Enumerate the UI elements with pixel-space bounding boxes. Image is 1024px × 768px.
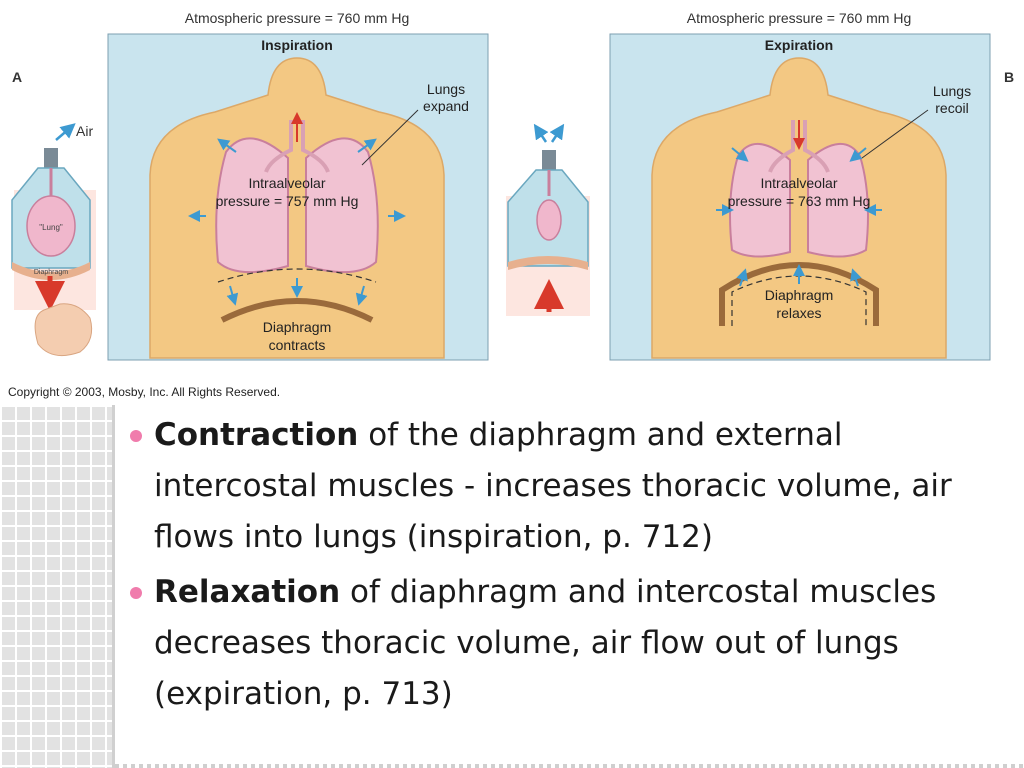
jar-air-label: Air	[76, 123, 93, 139]
bottom-dotted-rule	[115, 764, 1024, 768]
bullet-term: Contraction	[154, 417, 359, 453]
expiration-lungs-line2: recoil	[935, 100, 968, 116]
sidebar-edge	[112, 405, 115, 768]
expiration-lungs-line1: Lungs	[933, 83, 971, 99]
inspiration-diaphragm-line2: contracts	[269, 337, 326, 353]
expiration-pressure-line2: pressure = 763 mm Hg	[728, 193, 871, 209]
bullet-dot-icon	[130, 587, 142, 599]
panel-letter-a: A	[12, 69, 22, 85]
bullet-term: Relaxation	[154, 574, 341, 610]
jar-model-inspiration: "Lung" Diaphragm Air	[11, 123, 96, 357]
copyright-notice: Copyright © 2003, Mosby, Inc. All Rights…	[8, 385, 280, 399]
breathing-diagram: A B "Lung" Diaphragm Air Atmospheric pre…	[8, 10, 1014, 399]
inspiration-lungs-line1: Lungs	[427, 81, 465, 97]
expiration-diaphragm-line1: Diaphragm	[765, 287, 833, 303]
expiration-atmospheric-label: Atmospheric pressure = 760 mm Hg	[687, 10, 911, 26]
inspiration-pressure-line2: pressure = 757 mm Hg	[216, 193, 359, 209]
expiration-pressure-line1: Intraalveolar	[760, 175, 837, 191]
jar-diaphragm-label: Diaphragm	[34, 269, 68, 276]
inspiration-panel: Atmospheric pressure = 760 mm Hg Inspira…	[107, 10, 489, 361]
bullet-item-contraction: Contraction of the diaphragm and externa…	[130, 410, 1010, 563]
bullet-item-relaxation: Relaxation of diaphragm and intercostal …	[130, 567, 1010, 720]
decorative-grid-sidebar	[0, 405, 112, 768]
inspiration-diaphragm-line1: Diaphragm	[263, 319, 331, 335]
bullet-dot-icon	[130, 430, 142, 442]
expiration-panel: Atmospheric pressure = 760 mm Hg Expirat…	[609, 10, 991, 361]
jar-model-expiration	[506, 123, 590, 316]
inspiration-lungs-line2: expand	[423, 98, 469, 114]
panel-letter-b: B	[1004, 69, 1014, 85]
bullet-text: of diaphragm and intercostal muscles dec…	[154, 574, 937, 712]
expiration-diaphragm-line2: relaxes	[776, 305, 821, 321]
inspiration-atmospheric-label: Atmospheric pressure = 760 mm Hg	[185, 10, 409, 26]
inspiration-title: Inspiration	[261, 37, 333, 53]
bullet-list: Contraction of the diaphragm and externa…	[130, 410, 1010, 724]
inspiration-pressure-line1: Intraalveolar	[248, 175, 325, 191]
expiration-title: Expiration	[765, 37, 833, 53]
jar-lung-label: "Lung"	[39, 223, 63, 232]
bullet-text: of the diaphragm and external intercosta…	[154, 417, 952, 555]
